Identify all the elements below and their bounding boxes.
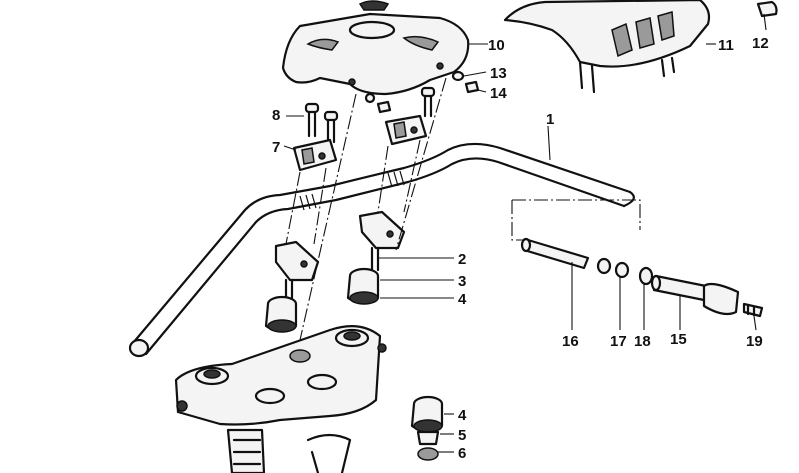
callout-13: 13 <box>490 65 507 82</box>
leader-lines <box>283 13 767 453</box>
callout-5: 5 <box>458 427 466 444</box>
callout-14: 14 <box>490 85 507 102</box>
callout-1: 1 <box>546 111 554 128</box>
lower-clamps <box>274 210 406 302</box>
callout-7: 7 <box>272 139 280 156</box>
callout-11: 11 <box>718 37 734 54</box>
callout-17: 17 <box>610 333 627 350</box>
upper-clamps <box>292 114 428 172</box>
callout-19: 19 <box>746 333 763 350</box>
small-hardware <box>364 70 480 114</box>
bar-end-assembly <box>511 199 764 318</box>
callout-10: 10 <box>488 37 505 54</box>
callout-8: 8 <box>272 107 280 124</box>
top-cover <box>281 0 470 96</box>
callout-16: 16 <box>562 333 579 350</box>
callout-18: 18 <box>634 333 651 350</box>
instrument-cover <box>503 0 711 94</box>
callout-15: 15 <box>670 331 687 348</box>
fork-bridge <box>174 325 387 473</box>
rubber-bushes <box>264 267 444 461</box>
clamp-bolts <box>304 86 436 144</box>
handlebar <box>128 142 635 358</box>
callout-2: 2 <box>458 251 466 268</box>
callout-labels: 1 2 3 4 4 5 6 7 8 10 11 12 13 14 15 16 1… <box>272 35 769 462</box>
callout-4-lower: 4 <box>458 407 467 424</box>
callout-4-upper: 4 <box>458 291 467 308</box>
clip <box>756 0 778 18</box>
callout-12: 12 <box>752 35 769 52</box>
callout-6: 6 <box>458 445 466 462</box>
callout-3: 3 <box>458 273 466 290</box>
